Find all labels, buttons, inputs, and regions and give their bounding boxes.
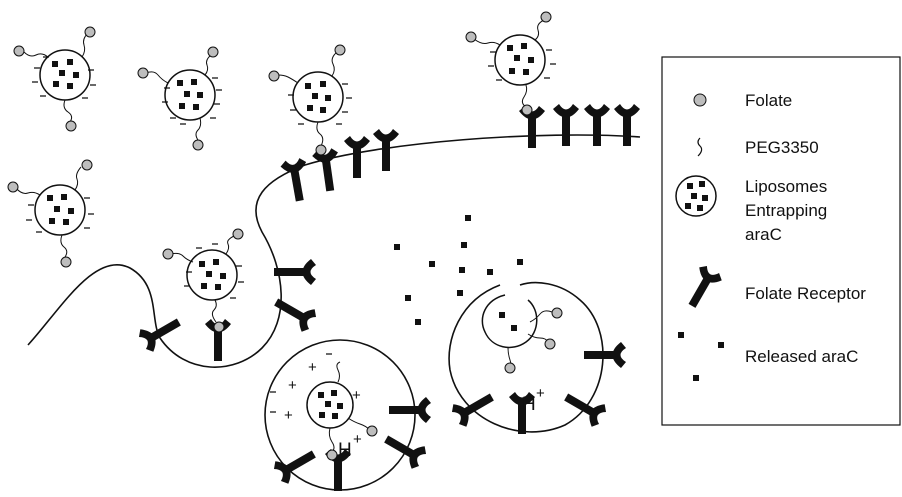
proton-label: H	[522, 394, 536, 415]
legend-released-label: Released araC	[745, 347, 858, 366]
liposome-free-2	[137, 46, 222, 151]
legend-liposome-line-3: araC	[745, 225, 782, 244]
legend-peg-label: PEG3350	[745, 138, 819, 157]
endosome-right	[448, 281, 604, 433]
liposome-icon	[675, 175, 717, 217]
proton-charge: +	[353, 431, 362, 448]
proton-label: H	[338, 440, 352, 461]
liposome-endosome-right: H +	[481, 294, 563, 415]
cell-membrane	[27, 134, 641, 368]
proton-charge: +	[536, 385, 545, 402]
liposome-endosome-left: + + + + H +	[270, 353, 378, 461]
receptor-group-top-right	[519, 104, 640, 148]
liposome-binding-pit	[162, 228, 244, 333]
receptor-group-top-middle	[279, 129, 399, 204]
receptor-group-pit	[135, 259, 320, 361]
plus-sign: +	[284, 407, 293, 424]
peg-icon	[697, 137, 703, 157]
plus-sign: +	[308, 359, 317, 376]
plus-sign: +	[352, 387, 361, 404]
legend-receptor-label: Folate Receptor	[745, 284, 866, 303]
legend: Folate PEG3350 Liposomes Entrapping araC…	[661, 56, 901, 426]
liposome-free-4	[465, 11, 556, 116]
folate-icon	[693, 93, 707, 107]
released-arac-particles	[394, 215, 523, 325]
liposome-free-5	[7, 159, 94, 268]
legend-box	[661, 56, 901, 426]
legend-liposome-line-2: Entrapping	[745, 201, 827, 220]
legend-liposome-line-1: Liposomes	[745, 177, 827, 196]
liposome-free-1	[13, 26, 96, 132]
legend-folate-label: Folate	[745, 91, 792, 110]
liposome-free-3	[268, 44, 352, 156]
plus-sign: +	[288, 377, 297, 394]
